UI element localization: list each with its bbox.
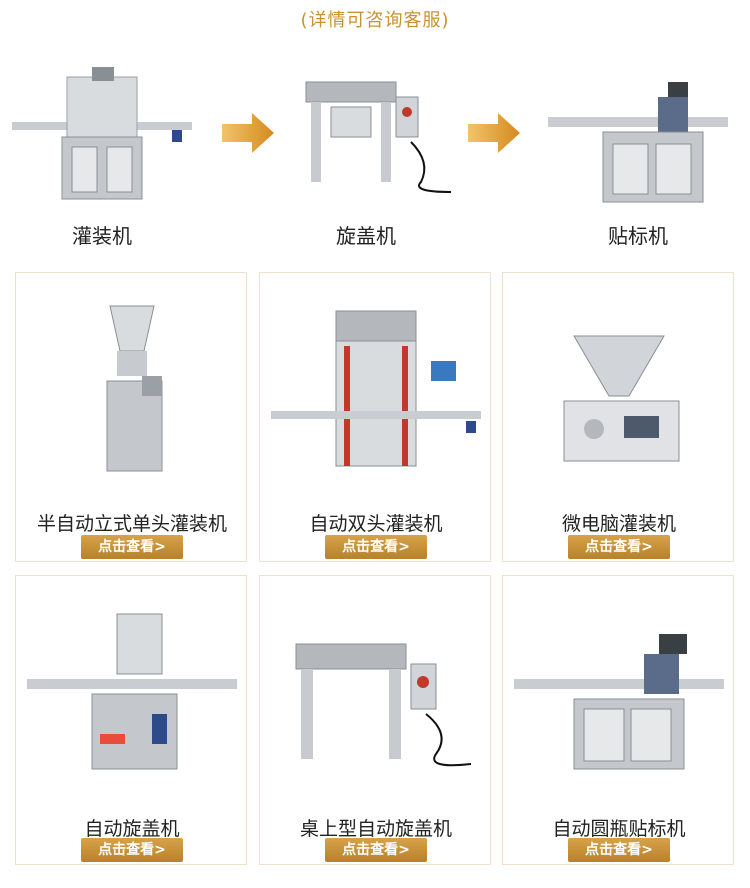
product-name: 微电脑灌装机: [561, 513, 676, 535]
view-details-button[interactable]: 点击查看>: [81, 535, 183, 559]
double-head-filler-icon: [271, 310, 481, 467]
product-card[interactable]: 自动圆瓶贴标机 点击查看>: [502, 575, 734, 865]
product-card[interactable]: 微电脑灌装机 点击查看>: [502, 272, 734, 562]
flow-label-labeling: 贴标机: [608, 224, 668, 248]
product-card[interactable]: 自动双头灌装机 点击查看>: [259, 272, 491, 562]
product-name: 桌上型自动旋盖机: [299, 818, 452, 840]
view-details-button[interactable]: 点击查看>: [325, 535, 427, 559]
capping-machine-icon: [305, 81, 452, 193]
flow-step-capping: 旋盖机: [266, 62, 466, 252]
product-name: 自动旋盖机: [84, 818, 180, 840]
arrow-right-icon: [222, 113, 274, 153]
product-name: 半自动立式单头灌装机: [36, 513, 227, 535]
view-details-button[interactable]: 点击查看>: [81, 838, 183, 862]
product-card[interactable]: 桌上型自动旋盖机 点击查看>: [259, 575, 491, 865]
header-note: (详情可咨询客服): [300, 10, 450, 31]
semi-auto-filler-icon: [106, 305, 163, 472]
flow-step-filling: 灌装机: [2, 62, 202, 252]
view-details-button[interactable]: 点击查看>: [568, 535, 670, 559]
auto-capper-icon: [27, 613, 237, 770]
filling-machine-icon: [12, 67, 192, 200]
product-card[interactable]: 半自动立式单头灌装机 点击查看>: [15, 272, 247, 562]
product-name: 自动圆瓶贴标机: [552, 818, 686, 840]
microcomputer-filler-icon: [563, 335, 680, 462]
labeling-machine-icon: [548, 82, 728, 203]
round-bottle-labeler-icon: [514, 634, 724, 770]
desktop-capper-icon: [295, 643, 472, 767]
view-details-button[interactable]: 点击查看>: [325, 838, 427, 862]
view-details-button[interactable]: 点击查看>: [568, 838, 670, 862]
flow-label-capping: 旋盖机: [336, 224, 396, 248]
flow-label-filling: 灌装机: [72, 224, 132, 248]
product-name: 自动双头灌装机: [309, 513, 443, 535]
arrow-right-icon: [468, 113, 520, 153]
product-card[interactable]: 自动旋盖机 点击查看>: [15, 575, 247, 865]
flow-step-labeling: 贴标机: [538, 62, 738, 252]
